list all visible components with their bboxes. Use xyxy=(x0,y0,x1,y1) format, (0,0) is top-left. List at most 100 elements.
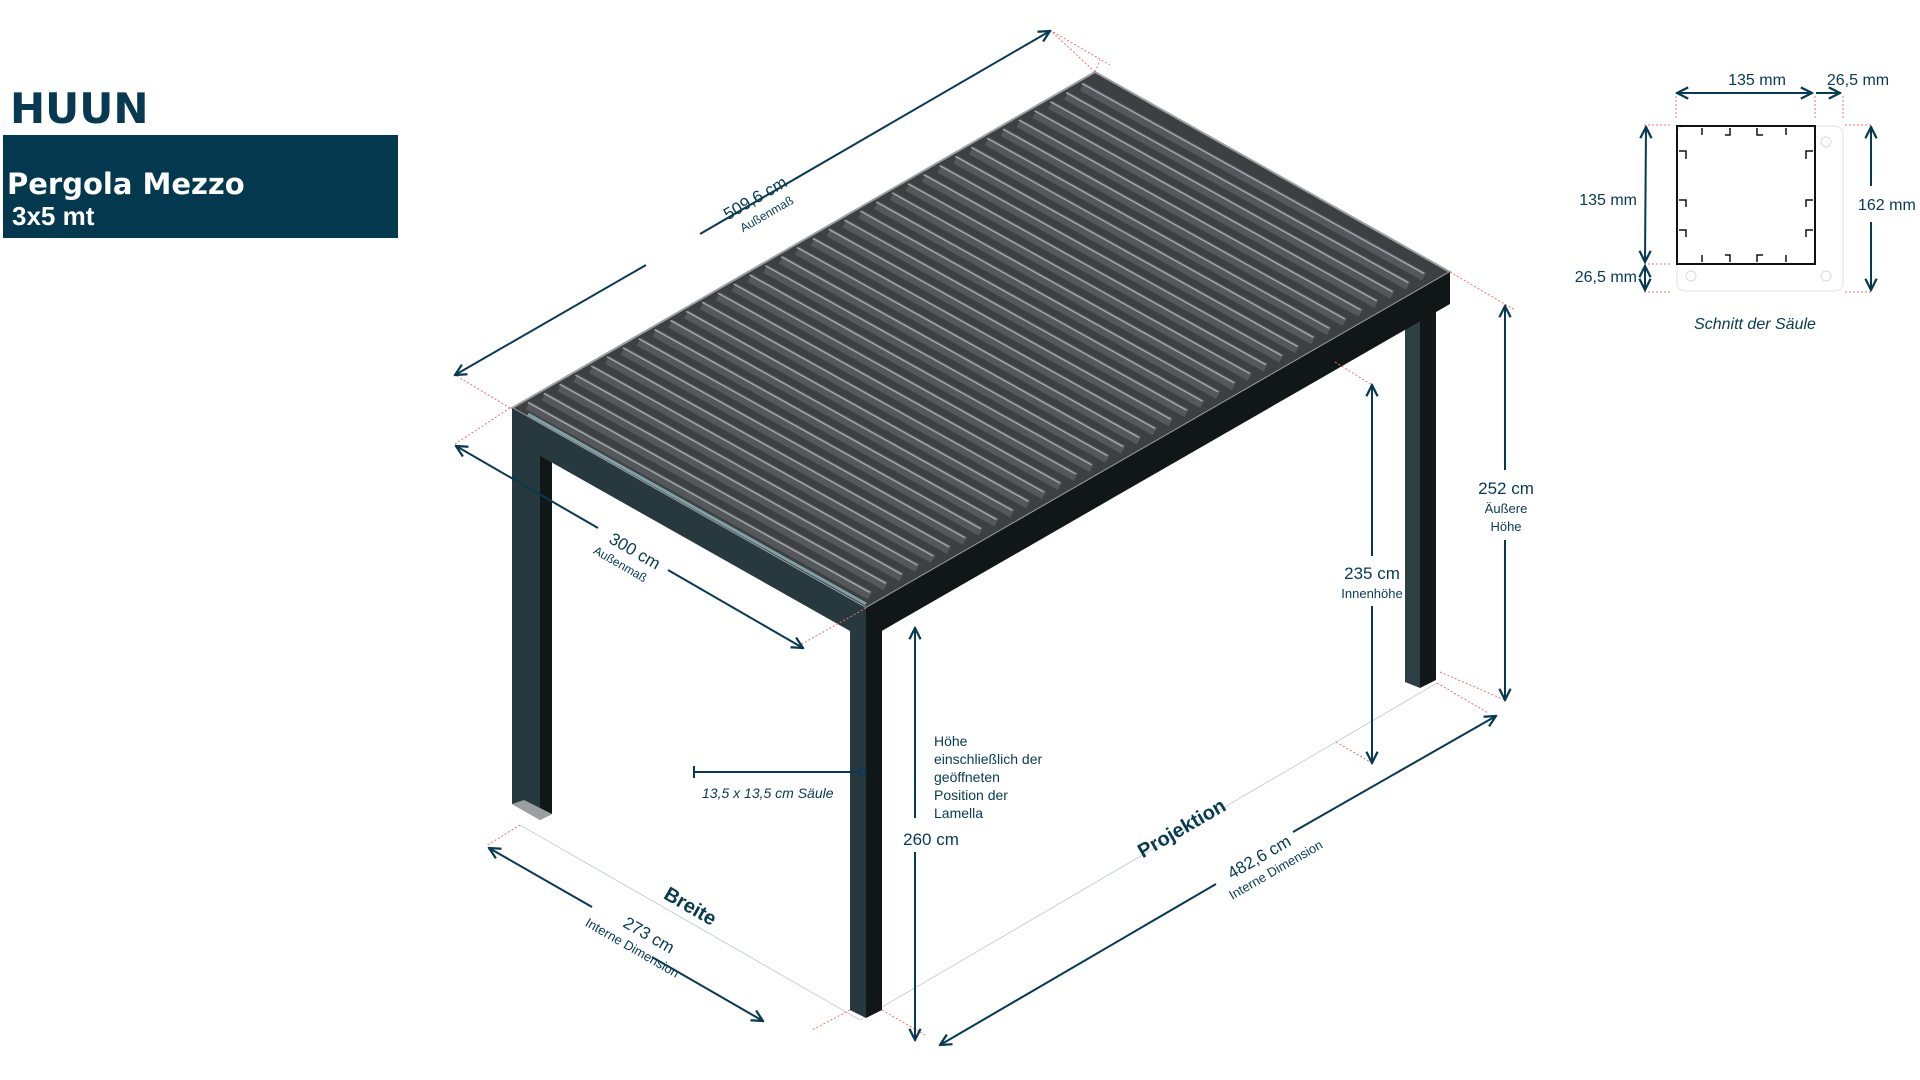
breite-heading: Breite xyxy=(660,883,720,930)
roof-slat-highlight xyxy=(654,328,997,521)
roof-slat-highlight xyxy=(955,155,1298,348)
roof-slat xyxy=(842,219,1189,418)
roof-slat-highlight xyxy=(780,256,1124,448)
roof-slat-highlight xyxy=(1050,101,1393,293)
roof-slat-highlight xyxy=(891,192,1235,384)
roof-slat-highlight xyxy=(749,274,1092,466)
roof-slat xyxy=(715,292,1063,491)
section-title: Schnitt der Säule xyxy=(1694,316,1816,333)
roof-slat-highlight xyxy=(701,301,1045,493)
roof-slat-highlight xyxy=(1018,119,1362,311)
roof-slat xyxy=(794,246,1142,445)
roof-slat xyxy=(652,328,999,527)
height-outer-value: 252 cm xyxy=(1478,479,1534,498)
roof-slat xyxy=(747,273,1094,472)
brand-logo: HUUN xyxy=(10,84,149,133)
roof-slat xyxy=(573,374,920,573)
roof-slat-highlight xyxy=(622,347,966,539)
roof-slat-highlight xyxy=(860,210,1203,402)
roof-slat xyxy=(1064,91,1411,290)
roof-slat-highlight xyxy=(1081,82,1425,275)
column-front xyxy=(850,614,882,1018)
roof-slat-highlight xyxy=(1034,110,1377,302)
roof-slat xyxy=(636,337,983,536)
roof-slat-highlight xyxy=(765,265,1108,457)
note-line: geöffneten xyxy=(934,769,1000,785)
column-back-right xyxy=(1405,280,1436,688)
roof-slat-highlight xyxy=(907,183,1251,375)
roof-slat-highlight xyxy=(559,383,902,575)
roof-slat xyxy=(604,355,952,554)
roof-slat xyxy=(525,401,873,600)
roof-slat-highlight xyxy=(1002,128,1346,320)
roof-slat xyxy=(779,255,1126,454)
height-inner-label: Innenhöhe xyxy=(1341,586,1402,601)
roof-slat xyxy=(969,146,1316,345)
projektion-heading: Projektion xyxy=(1134,795,1230,863)
column-section: 135 mm 26,5 mm 135 mm 26,5 mm 162 mm Sch… xyxy=(1575,72,1916,333)
roof-slat-highlight xyxy=(986,137,1330,329)
floor-guides xyxy=(519,682,1438,1021)
roof-slat xyxy=(668,319,1015,518)
note-line: Höhe xyxy=(934,733,968,749)
roof-slat-highlight xyxy=(796,246,1140,439)
roof-slat xyxy=(858,210,1205,409)
roof-slat xyxy=(953,155,1300,354)
roof-slat-highlight xyxy=(844,219,1187,411)
column-profile xyxy=(1676,125,1816,265)
roof-slat xyxy=(557,383,904,582)
roof-slats xyxy=(525,82,1427,600)
note-line: Lamella xyxy=(934,805,984,821)
roof-slat-highlight xyxy=(717,292,1061,484)
roof-slat xyxy=(1016,119,1363,317)
roof-slat-highlight xyxy=(812,237,1156,430)
roof-slat xyxy=(1079,82,1427,281)
roof-slat xyxy=(921,173,1268,372)
note-line: einschließlich der xyxy=(934,751,1043,767)
roof-slat xyxy=(731,283,1078,481)
roof-slat-highlight xyxy=(670,319,1013,512)
roof-slat xyxy=(699,301,1047,500)
height-inner-value: 235 cm xyxy=(1344,564,1400,583)
roof-slat-highlight xyxy=(590,365,934,557)
section-right-height: 162 mm xyxy=(1858,197,1916,214)
roof-slat-highlight xyxy=(606,356,950,548)
base-plate xyxy=(1676,125,1844,292)
roof-slat-highlight xyxy=(939,164,1282,357)
roof-slat-highlight xyxy=(828,228,1172,420)
height-outer-label2: Höhe xyxy=(1490,519,1521,534)
height-outer-label1: Äußere xyxy=(1485,501,1528,516)
roof-slat-highlight xyxy=(875,201,1219,393)
roof-slat-highlight xyxy=(923,174,1267,366)
roof-slat-highlight xyxy=(685,310,1029,502)
roof-slat xyxy=(1000,128,1348,327)
roof-slat xyxy=(889,191,1237,390)
height-open-note: Höhe einschließlich der geöffneten Posit… xyxy=(934,732,1042,822)
height-open-value: 260 cm xyxy=(903,830,959,849)
title-box: Pergola Mezzo 3x5 mt xyxy=(3,135,398,238)
section-top-plate: 26,5 mm xyxy=(1827,72,1889,89)
roof-slat-highlight xyxy=(527,401,871,594)
note-line: Position der xyxy=(934,787,1008,803)
section-top-width: 135 mm xyxy=(1728,72,1786,89)
roof-slat xyxy=(620,346,968,545)
extension-lines xyxy=(454,29,1516,1036)
roof-slat-highlight xyxy=(543,392,887,584)
section-left-plate: 26,5 mm xyxy=(1575,269,1637,286)
roof-slat-highlight xyxy=(733,283,1077,475)
roof-slat xyxy=(763,264,1110,463)
product-size: 3x5 mt xyxy=(12,201,95,231)
roof-slat xyxy=(810,237,1158,436)
roof-slat-highlight xyxy=(1065,92,1409,284)
roof-slat-highlight xyxy=(575,374,918,566)
product-name: Pergola Mezzo xyxy=(7,167,245,201)
roof-slat xyxy=(826,228,1173,427)
section-left-height: 135 mm xyxy=(1579,192,1637,209)
roof-slat xyxy=(937,164,1284,363)
dimension-lines xyxy=(455,31,1505,1045)
roof-slat xyxy=(589,365,936,563)
roof-slat xyxy=(541,392,888,591)
roof-slat xyxy=(1032,109,1379,308)
column-back-left xyxy=(512,412,552,820)
